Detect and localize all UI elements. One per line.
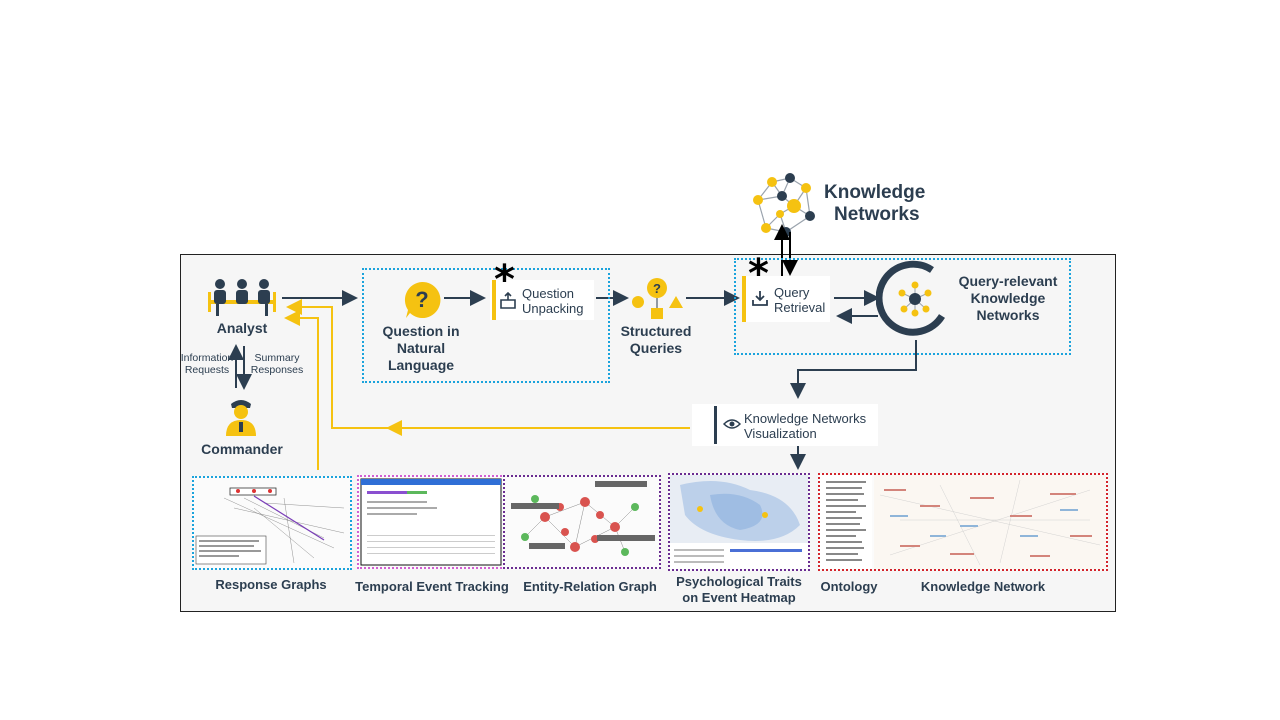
psych-heatmap-label-l2: on Event Heatmap [682,590,796,605]
analyst-icon [208,279,276,316]
query-relevant-l2: Knowledge [970,290,1046,306]
question-unpacking-text: Question Unpacking [522,286,583,316]
psych-heatmap-sketch [670,475,808,569]
summary-responses-label: Summary Responses [248,352,306,376]
question-nl-label: Question in Natural Language [375,323,467,374]
response-graphs-thumbnail [192,476,352,570]
information-requests-label: Information Requests [178,352,236,376]
query-relevant-l3: Networks [976,307,1040,323]
svg-text:?: ? [415,287,428,312]
structured-queries-label: Structured Queries [614,323,698,357]
question-nl-l2: Natural [396,340,446,356]
query-retrieval-card: Query Retrieval [742,276,830,322]
ontology-label: Ontology [820,579,878,594]
retrieval-group-box [734,258,1071,355]
structured-queries-icon: ? [632,278,683,319]
eye-icon [723,419,741,429]
ontology-knowledge-sketch [820,475,1106,569]
question-unpacking-asterisk: * [494,257,515,303]
query-relevant-networks-icon [876,260,945,336]
visualization-card: Knowledge Networks Visualization [692,404,878,446]
entity-relation-label: Entity-Relation Graph [523,579,657,594]
entity-relation-thumbnail [503,475,661,569]
psych-heatmap-thumbnail [668,473,810,571]
knowledge-networks-title: Knowledge Networks [824,182,925,226]
visualization-text: Knowledge Networks Visualization [744,411,866,441]
summary-responses-l1: Summary [254,352,300,364]
analyst-label: Analyst [216,320,268,336]
psych-heatmap-label: Psychological Traits on Event Heatmap [668,574,810,606]
query-retrieval-bar [742,276,746,322]
svg-text:?: ? [653,281,661,296]
knowledge-networks-title-l1: Knowledge [824,182,926,203]
summary-responses-l2: Responses [250,364,304,376]
question-group-box [362,268,610,383]
response-graphs-sketch [195,487,345,565]
knowledge-networks-icon [753,173,815,237]
download-icon [752,291,768,306]
visualization-l2: Visualization [744,426,817,441]
knowledge-network-label: Knowledge Network [920,579,1046,594]
knowledge-networks-title-l2: Networks [834,204,920,225]
question-bubble-icon: ? [404,281,441,318]
unpack-icon [500,292,516,309]
psych-heatmap-label-l1: Psychological Traits [676,574,802,589]
query-retrieval-asterisk: * [748,251,769,297]
temporal-event-label: Temporal Event Tracking [355,579,509,594]
structured-queries-l2: Queries [629,340,683,356]
question-nl-l1: Question in [382,323,460,339]
question-unpacking-l1: Question [522,286,575,301]
response-graphs-label: Response Graphs [215,577,327,592]
question-unpacking-bar [492,280,496,320]
query-relevant-l1: Query-relevant [958,273,1058,289]
commander-label: Commander [201,441,283,457]
query-retrieval-text: Query Retrieval [774,285,825,315]
question-nl-l3: Language [387,357,455,373]
information-requests-l1: Information [180,352,234,364]
information-requests-l2: Requests [184,364,230,376]
question-unpacking-card: Question Unpacking [490,280,594,320]
query-relevant-label: Query-relevant Knowledge Networks [952,273,1064,324]
temporal-event-sketch [360,478,502,566]
question-unpacking-l2: Unpacking [522,301,584,316]
visualization-bar [714,406,717,444]
entity-relation-sketch [511,481,655,556]
query-retrieval-l1: Query [774,285,810,300]
ontology-knowledge-thumbnail [818,473,1108,571]
temporal-event-thumbnail [357,475,505,569]
commander-icon [226,400,256,436]
visualization-l1: Knowledge Networks [744,411,867,426]
structured-queries-l1: Structured [620,323,692,339]
query-retrieval-l2: Retrieval [774,300,826,315]
